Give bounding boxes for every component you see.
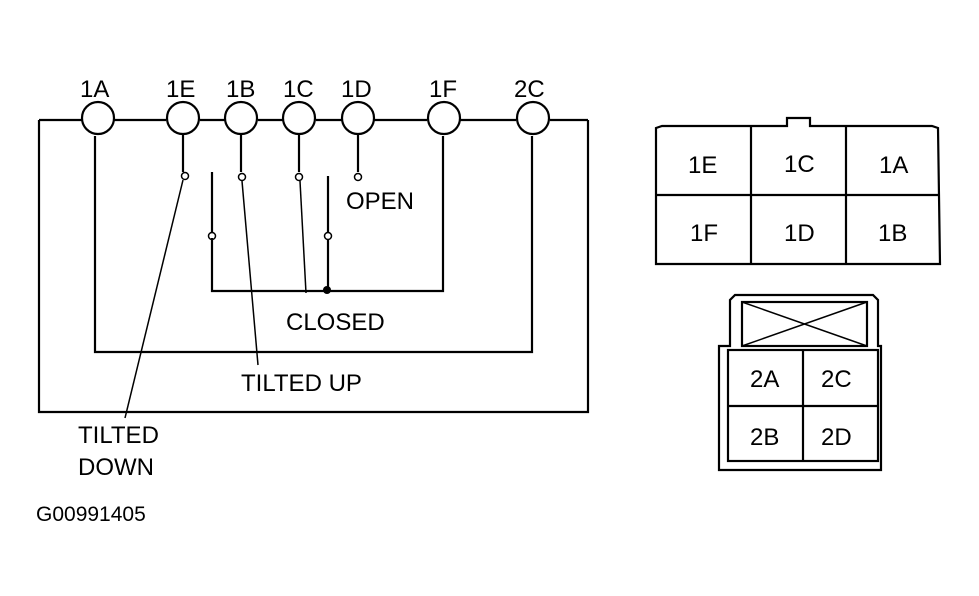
terminal-1a: 1A: [80, 76, 116, 136]
pin-2a: 2A: [750, 366, 779, 393]
terminal-1e: 1E: [165, 76, 201, 136]
pin-1d: 1D: [784, 220, 815, 247]
label-closed: CLOSED: [286, 309, 385, 336]
terminal-1d: 1D: [340, 76, 376, 136]
terminal-label-2c: 2C: [514, 76, 545, 103]
pin-2b: 2B: [750, 424, 779, 451]
terminal-1c: 1C: [281, 76, 317, 136]
pin-2d: 2D: [821, 424, 852, 451]
pin-1b: 1B: [878, 220, 907, 247]
label-tilted-down-2: DOWN: [78, 454, 154, 481]
leader-tilted-up: [241, 180, 259, 366]
pin-1a: 1A: [879, 152, 908, 179]
pin-1f: 1F: [690, 220, 718, 247]
connector-1: 1E 1C 1A 1F 1D 1B: [654, 116, 942, 266]
inner-loop-1a-2c: [93, 136, 534, 354]
label-open: OPEN: [346, 188, 414, 215]
junction-dot: [323, 286, 331, 294]
terminal-label-1c: 1C: [283, 76, 314, 103]
terminal-label-1f: 1F: [429, 76, 457, 103]
label-tilted-down-1: TILTED: [78, 422, 159, 449]
terminal-label-1b: 1B: [226, 76, 255, 103]
pin-2c: 2C: [821, 366, 852, 393]
terminal-label-1e: 1E: [166, 76, 195, 103]
terminal-label-1d: 1D: [341, 76, 372, 103]
terminal-1f: 1F: [426, 76, 462, 136]
outer-loop: [37, 120, 590, 414]
pin-1c: 1C: [784, 151, 815, 178]
pin-1e: 1E: [688, 152, 717, 179]
terminal-2c: 2C: [514, 76, 551, 136]
connector-2: 2A 2C 2B 2D: [717, 293, 883, 472]
leader-closed: [299, 180, 307, 294]
leader-tilted-down: [124, 179, 184, 419]
terminal-label-1a: 1A: [80, 76, 109, 103]
figure-id: G00991405: [36, 503, 146, 526]
label-tilted-up: TILTED UP: [241, 370, 362, 397]
terminal-1b: 1B: [223, 76, 259, 136]
